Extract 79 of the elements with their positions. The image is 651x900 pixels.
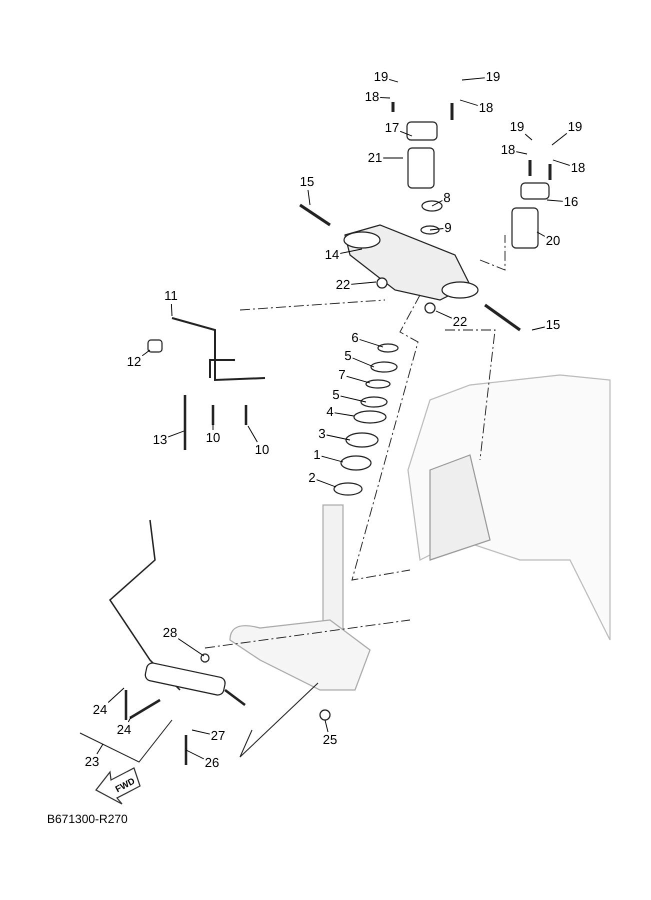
leader-line [400, 130, 412, 136]
leader-line [212, 424, 214, 430]
leader-line [524, 134, 532, 140]
leader-line [168, 430, 184, 438]
callout-number: 5 [332, 388, 340, 402]
callout-number: 6 [351, 331, 359, 345]
callout-number: 19 [374, 70, 388, 84]
callout-number: 19 [568, 120, 582, 134]
leader-line [352, 358, 374, 368]
callout-number: 7 [338, 368, 346, 382]
leader-line [324, 720, 328, 732]
leader-line [321, 456, 344, 462]
leader-line [436, 310, 452, 319]
callout-number: 4 [326, 405, 334, 419]
leader-line [350, 282, 376, 285]
callout-number: 12 [126, 355, 142, 369]
callout-number: 26 [204, 756, 220, 770]
leader-line [430, 228, 444, 230]
leader-line [186, 750, 204, 760]
leader-line [462, 77, 486, 80]
leader-line [334, 412, 354, 416]
callout-number: 21 [368, 151, 382, 165]
leader-line [552, 160, 570, 166]
leader-line [178, 638, 204, 656]
callout-number: 23 [84, 755, 100, 769]
leader-line [380, 97, 390, 98]
callout-number: 28 [162, 626, 178, 640]
leader-line [536, 232, 546, 237]
leader-line [516, 151, 528, 154]
leader-line [432, 200, 443, 206]
callout-number: 15 [546, 318, 560, 332]
callout-number: 8 [443, 191, 451, 205]
leader-line [96, 744, 104, 754]
callout-number: 20 [546, 234, 560, 248]
callout-number: 9 [444, 221, 452, 235]
callout-number: 10 [254, 443, 270, 457]
leader-line [546, 200, 564, 202]
callout-number: 17 [384, 121, 400, 135]
callout-number: 18 [364, 90, 380, 104]
callout-number: 14 [324, 248, 340, 262]
callout-number: 19 [486, 70, 500, 84]
leader-line [108, 688, 124, 703]
leader-line [308, 190, 310, 206]
leader-line [170, 304, 172, 316]
leader-line [128, 716, 132, 722]
callout-number: 18 [570, 161, 586, 175]
callout-number: 25 [322, 733, 338, 747]
callout-number: 10 [206, 431, 220, 445]
callout-number: 22 [336, 278, 350, 292]
callout-number: 19 [510, 120, 524, 134]
leader-line [388, 78, 398, 82]
callout-number: 3 [318, 427, 326, 441]
leader-line [340, 248, 362, 254]
callout-number: 2 [308, 471, 316, 485]
callout-number: 27 [210, 729, 226, 743]
leader-line [248, 426, 258, 442]
drawing-code: B671300-R270 [47, 812, 128, 826]
leader-line [340, 396, 366, 402]
leader-line [532, 326, 546, 330]
callout-number: 13 [152, 433, 168, 447]
callout-number: 18 [478, 101, 494, 115]
direction-label: FWD [112, 774, 138, 796]
leader-line [142, 350, 150, 356]
leader-line [192, 730, 210, 735]
callout-number: 18 [500, 143, 516, 157]
leader-line [326, 434, 350, 440]
leader-line [552, 132, 568, 146]
callout-number: 5 [344, 349, 352, 363]
leader-line [316, 479, 336, 488]
callout-number: 15 [300, 175, 314, 189]
leader-line [460, 100, 478, 106]
leader-line [359, 339, 384, 348]
callout-number: 11 [164, 289, 178, 303]
callout-number: 24 [92, 703, 108, 717]
callout-number: 1 [313, 448, 321, 462]
callout-number: 22 [452, 315, 468, 329]
leader-line [346, 376, 370, 384]
callout-number: 24 [116, 723, 132, 737]
callout-number: 16 [564, 195, 578, 209]
